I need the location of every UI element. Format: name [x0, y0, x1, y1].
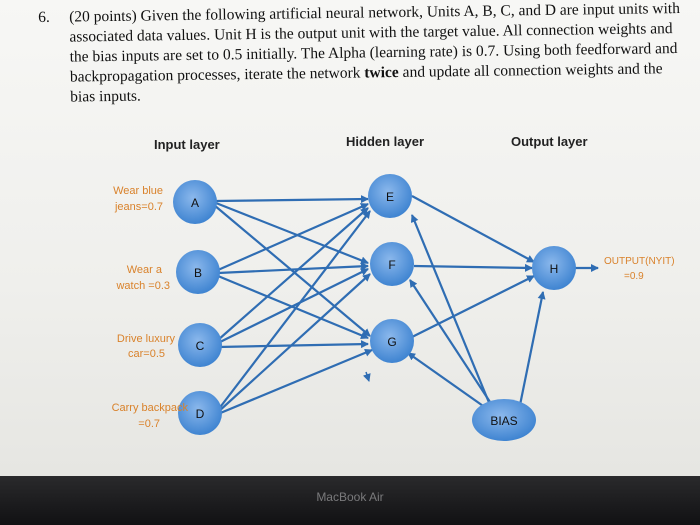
- hidden-nodes: E F G: [368, 174, 414, 363]
- input-c-label-line1: Drive luxury: [117, 333, 176, 345]
- node-d: [178, 391, 222, 435]
- node-bias-label: BIAS: [490, 414, 517, 428]
- input-labels: Wear blue jeans=0.7 Wear a watch =0.3 Dr…: [112, 185, 189, 430]
- laptop-bezel: [0, 476, 700, 525]
- node-f: [370, 242, 414, 286]
- edge-c-g: [217, 340, 369, 349]
- node-c-letter: C: [196, 339, 205, 353]
- edge-bias-f: [409, 279, 493, 406]
- input-c-label-line2: car=0.5: [128, 348, 165, 360]
- edge-e-h: [411, 195, 535, 263]
- node-g: [370, 319, 414, 363]
- output-label-line1: OUTPUT(NYIT): [604, 256, 675, 267]
- layer-title-output: Output layer: [511, 134, 588, 149]
- input-nodes: A B C D: [173, 180, 222, 435]
- input-d-label-line2: =0.7: [138, 418, 160, 430]
- edge-bias-h: [518, 291, 546, 406]
- edge-g-h: [411, 275, 535, 338]
- node-e-letter: E: [386, 190, 394, 204]
- node-c: [178, 323, 222, 367]
- edge-f-h: [413, 263, 533, 272]
- input-a-label-line2: jeans=0.7: [114, 201, 163, 213]
- edge-b-e: [217, 202, 369, 272]
- input-a-label-line1: Wear blue: [113, 185, 163, 197]
- edge-a-e: [215, 195, 369, 204]
- edge-d-g: [217, 348, 373, 416]
- edge-d-f: [217, 273, 371, 413]
- node-h: [532, 246, 576, 290]
- neural-network-diagram: Input layer Hidden layer Output layer: [111, 134, 675, 441]
- laptop-brand-label: MacBook Air: [316, 490, 384, 504]
- edge-d-e: [217, 210, 371, 411]
- input-b-label-line2: watch =0.3: [115, 280, 170, 292]
- node-e: [368, 174, 412, 218]
- node-bias: [472, 399, 536, 441]
- output-label-line2: =0.9: [624, 271, 644, 282]
- node-a-letter: A: [191, 196, 199, 210]
- node-b: [176, 250, 220, 294]
- node-b-letter: B: [194, 266, 202, 280]
- input-b-label-line1: Wear a: [127, 264, 163, 276]
- stray-arrow: [362, 371, 371, 382]
- layer-title-input: Input layer: [154, 137, 220, 152]
- node-f-letter: F: [388, 258, 395, 272]
- node-d-letter: D: [196, 407, 205, 421]
- node-a: [173, 180, 217, 224]
- edge-bias-g: [407, 352, 487, 409]
- input-d-label-line1: Carry backpack: [112, 402, 189, 414]
- layer-title-hidden: Hidden layer: [346, 134, 424, 149]
- edge-a-f: [215, 201, 369, 265]
- screen: 6. (20 points) Given the following artif…: [0, 0, 700, 476]
- edge-c-e: [217, 207, 369, 341]
- edge-c-f: [217, 268, 369, 344]
- connection-edges: [213, 195, 599, 416]
- edge-b-f: [217, 262, 369, 275]
- node-g-letter: G: [387, 335, 396, 349]
- edge-bias-e: [410, 214, 492, 406]
- node-h-letter: H: [550, 262, 559, 276]
